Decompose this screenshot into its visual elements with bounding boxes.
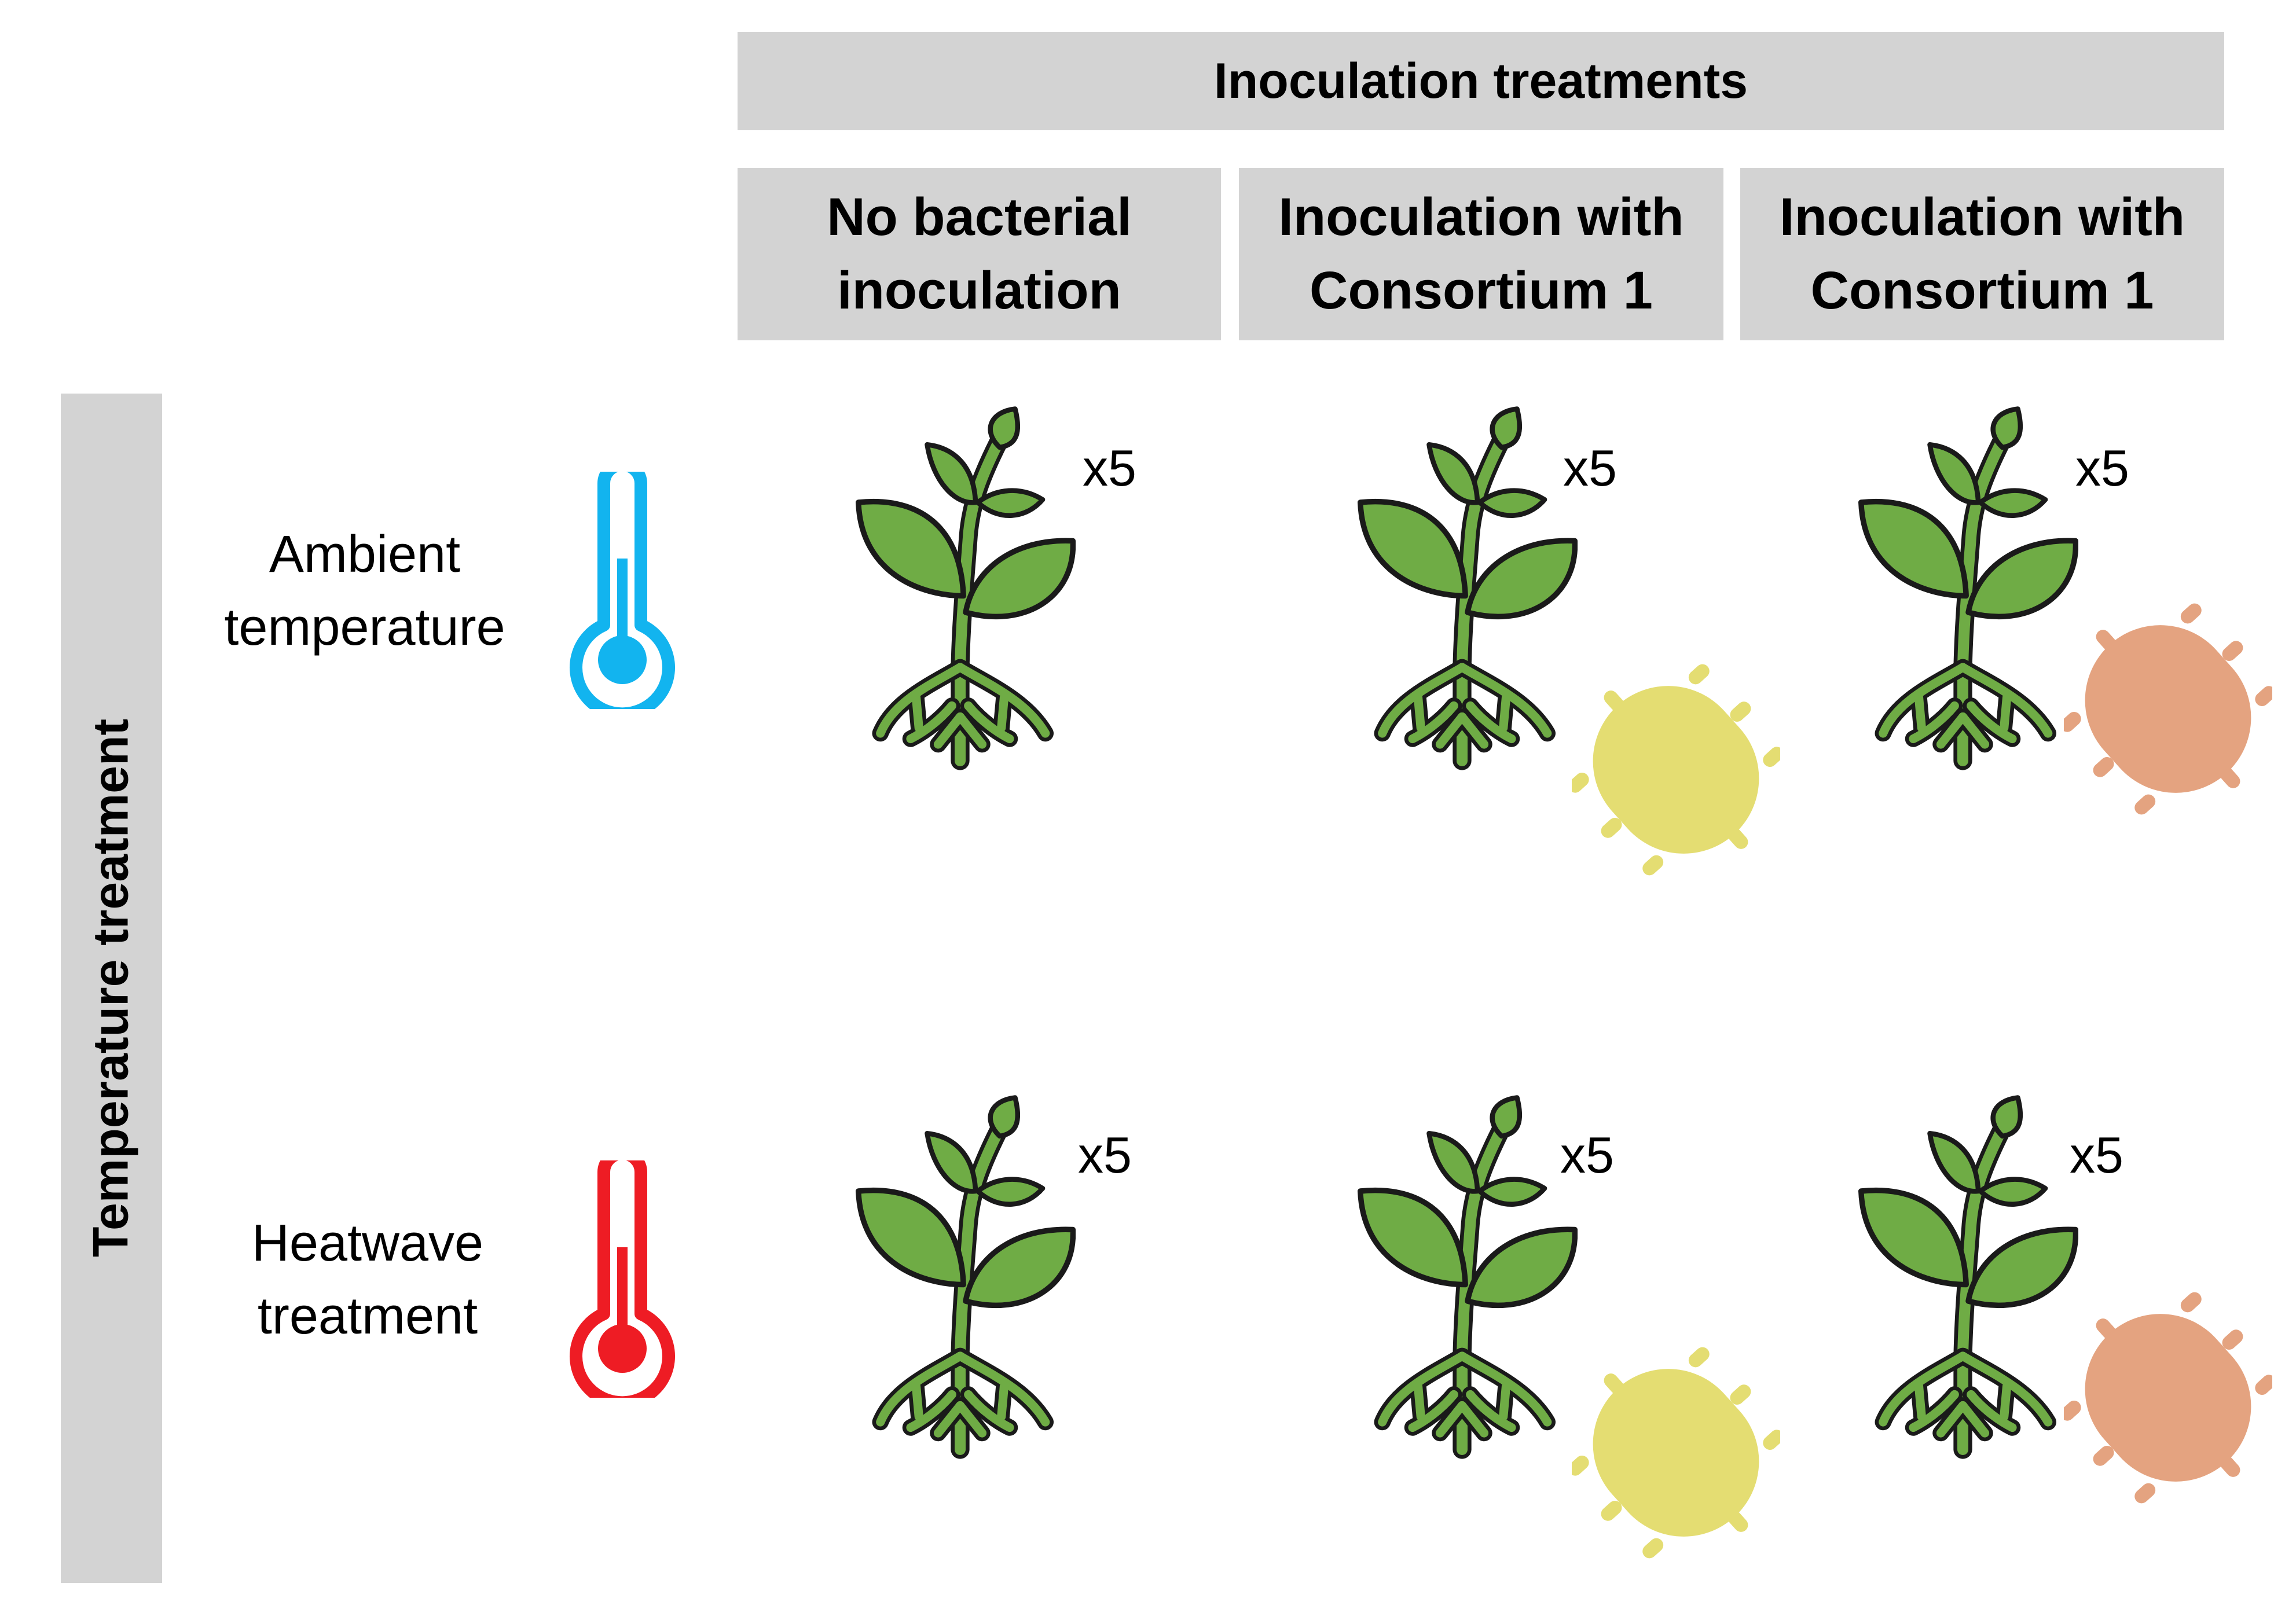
inoculation-treatments-header: Inoculation treatments (738, 32, 2224, 130)
bacterium-consortium-b-icon (2064, 599, 2272, 819)
column-header-no-inoculation: No bacterial inoculation (738, 168, 1221, 340)
row-label-heatwave: Heatwave treatment (188, 1207, 547, 1353)
plant-icon (1358, 399, 1578, 781)
column-header-consortium-a: Inoculation with Consortium 1 (1239, 168, 1723, 340)
column-header-line2: inoculation (837, 261, 1121, 320)
row-label-line1: Heatwave (251, 1214, 484, 1272)
temperature-treatment-header (61, 394, 162, 1583)
inoculation-treatments-title: Inoculation treatments (1213, 53, 1748, 109)
column-header-line1: No bacterial (827, 188, 1132, 247)
replicate-count: x5 (2075, 439, 2129, 497)
row-label-line2: treatment (257, 1287, 478, 1345)
column-header-consortium-b: Inoculation with Consortium 1 (1740, 168, 2224, 340)
replicate-count: x5 (1560, 1126, 1614, 1184)
row-label-ambient: Ambient temperature (185, 518, 544, 664)
plant-icon (1858, 399, 2078, 781)
column-header-line2: Consortium 1 (1310, 261, 1653, 320)
plant-icon (856, 1088, 1076, 1470)
column-header-line2: Consortium 1 (1810, 261, 2154, 320)
bacterium-consortium-a-icon (1572, 1343, 1780, 1563)
replicate-count: x5 (1563, 439, 1617, 497)
column-header-line1: Inoculation with (1779, 188, 2185, 247)
thermometer-icon (570, 1160, 675, 1398)
bacterium-consortium-a-icon (1572, 660, 1780, 880)
plant-icon (1858, 1088, 2078, 1470)
replicate-count: x5 (1083, 439, 1136, 497)
bacterium-consortium-b-icon (2064, 1288, 2272, 1508)
row-label-line2: temperature (224, 598, 505, 656)
thermometer-icon (570, 472, 675, 709)
replicate-count: x5 (1078, 1126, 1132, 1184)
column-header-line1: Inoculation with (1278, 188, 1684, 247)
plant-icon (1358, 1088, 1578, 1470)
plant-icon (856, 399, 1076, 781)
replicate-count: x5 (2070, 1126, 2123, 1184)
row-label-line1: Ambient (269, 526, 461, 583)
temperature-treatment-title: Temperature treatment (83, 718, 139, 1258)
